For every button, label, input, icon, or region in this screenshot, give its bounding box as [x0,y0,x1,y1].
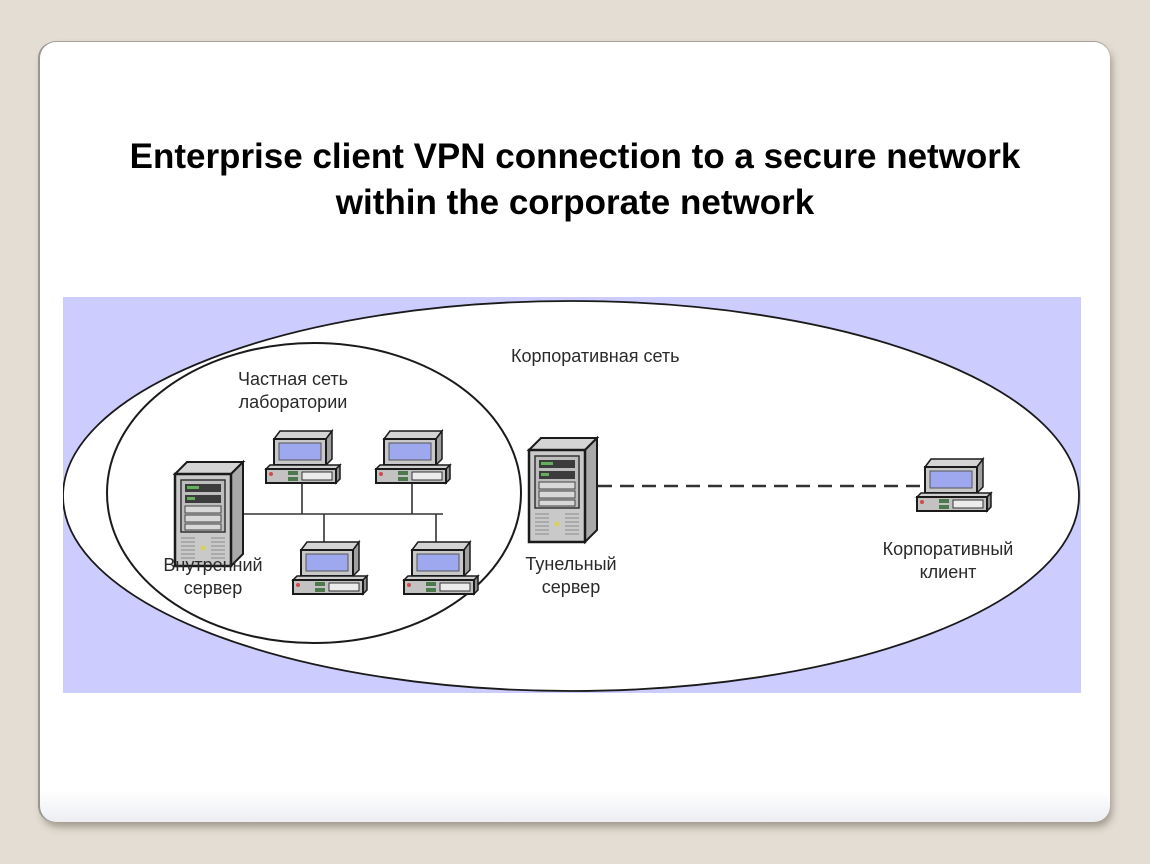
lab-workstation-3-icon[interactable] [292,541,368,595]
internal-server-label: Внутренний сервер [150,554,276,600]
tunnel-server-label-line-2: сервер [541,577,601,597]
lab-workstation-1-icon[interactable] [265,430,341,484]
internal-server-icon[interactable] [173,460,245,568]
slide-title: Enterprise client VPN connection to a se… [40,134,1110,226]
network-diagram: Корпоративная сеть Частная сеть лаборато… [63,297,1081,693]
lab-network-label: Частная сеть лаборатории [233,368,353,414]
slide-title-line-1: Enterprise client VPN connection to a se… [129,137,1021,176]
tunnel-server-icon[interactable] [527,436,599,544]
corporate-client-label: Корпоративный клиент [863,538,1033,584]
lab-network-label-line-2: лаборатории [238,392,348,412]
lab-workstation-4-icon[interactable] [403,541,479,595]
tunnel-server-label-line-1: Тунельный [525,554,617,574]
corporate-client-icon[interactable] [916,458,992,512]
slide-title-line-2: within the corporate network [335,183,815,222]
internal-server-label-line-2: сервер [183,578,243,598]
corporate-client-label-line-2: клиент [919,562,977,582]
lab-workstation-2-icon[interactable] [375,430,451,484]
corporate-client-label-line-1: Корпоративный [882,539,1014,559]
internal-server-label-line-1: Внутренний [163,555,263,575]
tunnel-server-label: Тунельный сервер [511,553,631,599]
slide-card: Enterprise client VPN connection to a se… [40,42,1110,822]
lab-network-label-line-1: Частная сеть [238,369,348,389]
corporate-network-label: Корпоративная сеть [511,346,680,366]
